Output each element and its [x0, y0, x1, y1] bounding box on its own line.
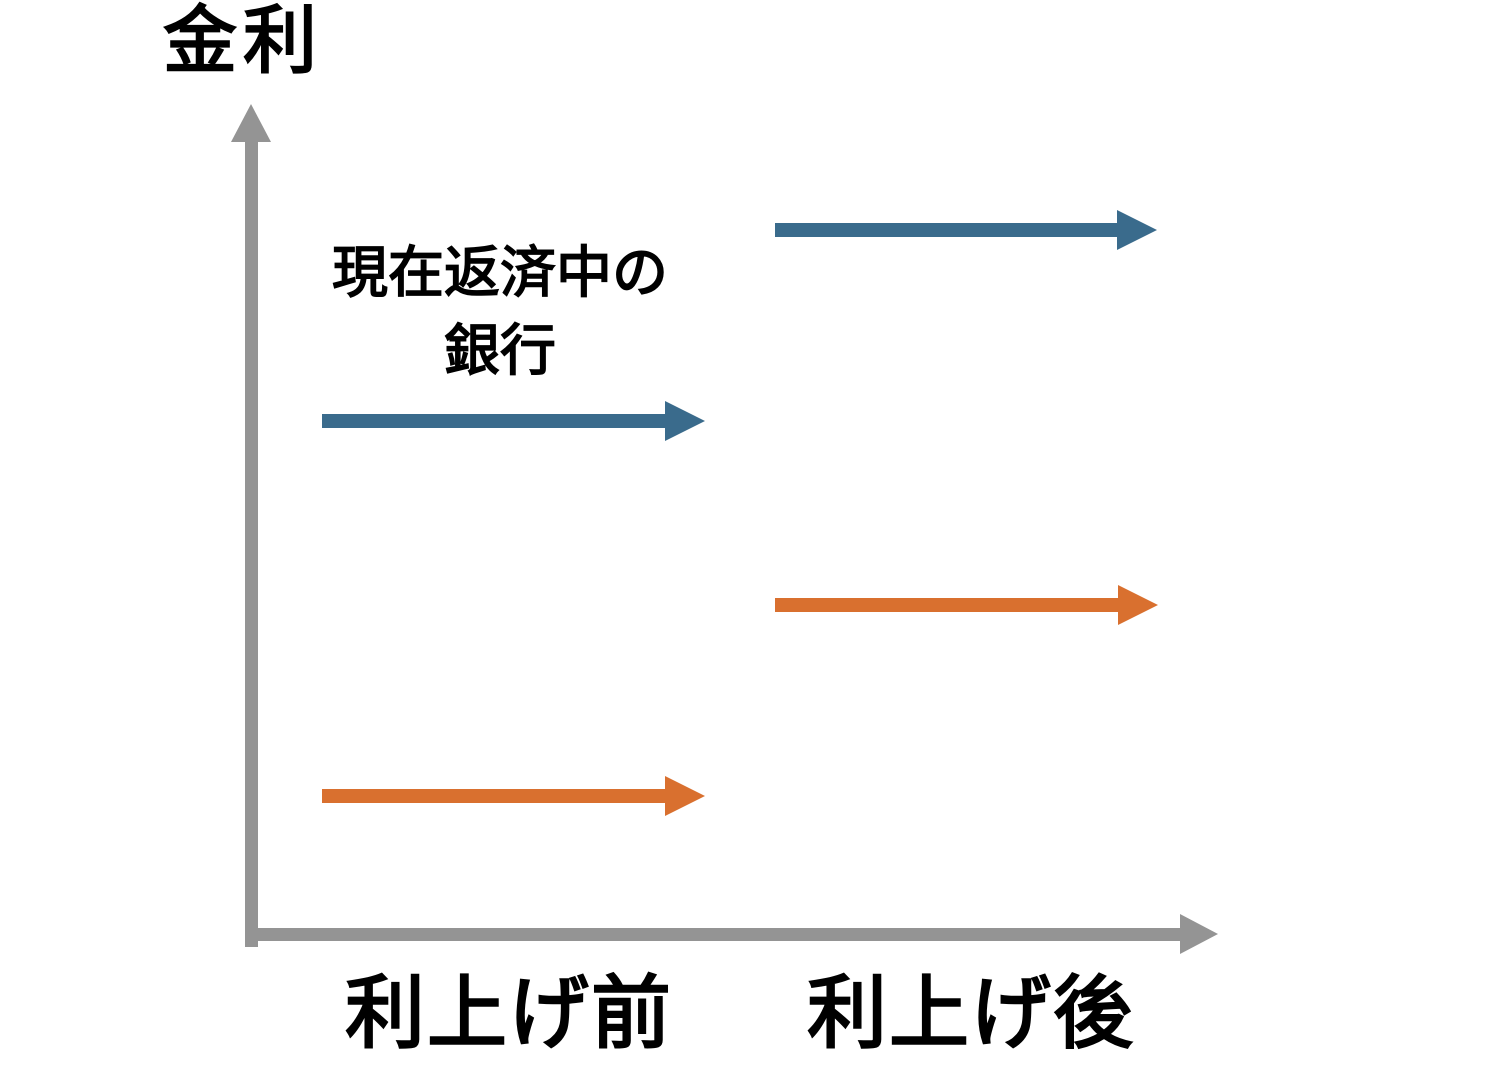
y-axis-title: 金利 — [163, 0, 323, 82]
arrow-orange-after-head-icon — [1118, 585, 1158, 625]
x-axis — [250, 928, 1180, 941]
arrow-blue-before-head-icon — [665, 401, 705, 441]
arrow-orange-before-rate-hike — [322, 789, 667, 803]
arrow-orange-before-head-icon — [665, 776, 705, 816]
series-annotation-line1: 現在返済中の — [332, 241, 668, 304]
series-annotation: 現在返済中の 銀行 — [300, 234, 700, 390]
x-axis-arrowhead-icon — [1180, 914, 1218, 954]
x-axis-label-before-rate-hike: 利上げ前 — [345, 969, 673, 1058]
y-axis — [245, 138, 258, 947]
arrow-blue-before-rate-hike — [322, 414, 667, 428]
x-axis-label-after-rate-hike: 利上げ後 — [807, 969, 1135, 1058]
arrow-blue-after-rate-hike — [775, 223, 1119, 237]
arrow-blue-after-head-icon — [1117, 210, 1157, 250]
arrow-orange-after-rate-hike — [775, 598, 1120, 612]
y-axis-arrowhead-icon — [231, 104, 271, 142]
series-annotation-line2: 銀行 — [444, 319, 556, 382]
